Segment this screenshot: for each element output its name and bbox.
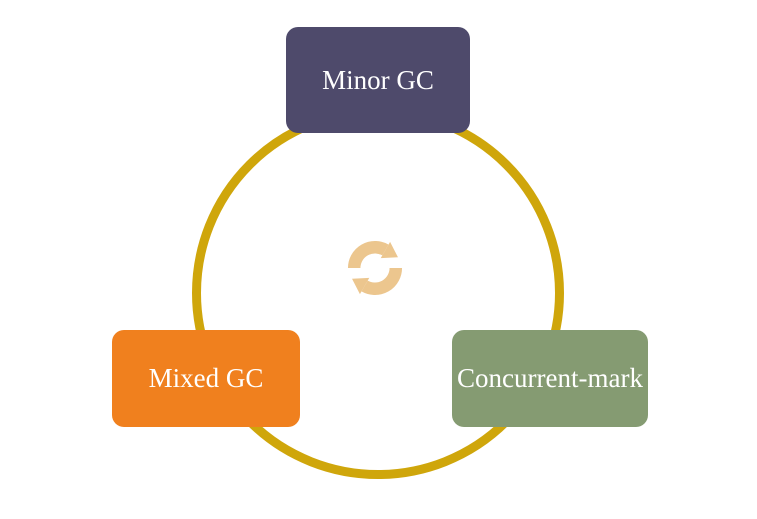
node-minor-gc-label: Minor GC bbox=[322, 64, 434, 95]
cycle-arrows-icon bbox=[347, 241, 403, 295]
node-mixed-gc: Mixed GC bbox=[112, 330, 300, 427]
node-concurrent-mark-label: Concurrent-mark bbox=[457, 363, 643, 393]
node-concurrent-mark: Concurrent-mark bbox=[452, 330, 648, 427]
node-minor-gc: Minor GC bbox=[286, 27, 470, 133]
node-mixed-gc-label: Mixed GC bbox=[148, 363, 264, 393]
